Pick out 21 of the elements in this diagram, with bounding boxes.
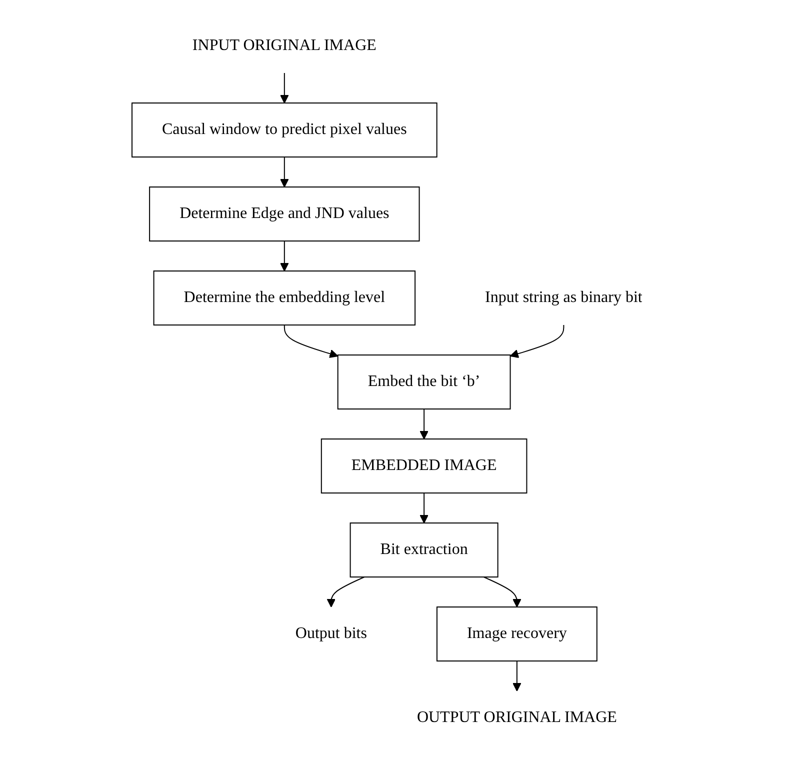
node-box: Image recovery [436,606,598,661]
node-box: Determine Edge and JND values [148,186,420,241]
node-box: Embed the bit ‘b’ [337,354,511,409]
arrow [280,240,289,271]
arrow [280,156,289,187]
node-box: Causal window to predict pixel values [131,102,438,157]
arrow [510,324,564,358]
arrow [326,576,365,607]
node-text: OUTPUT ORIGINAL IMAGE [416,708,617,726]
node-text: Input string as binary bit [484,288,642,306]
node-text: Output bits [295,624,367,642]
node-text: INPUT ORIGINAL IMAGE [192,36,376,54]
arrow [419,492,428,523]
arrow [512,660,522,691]
arrow [284,324,338,358]
arrow [280,72,289,103]
arrow [419,408,428,439]
node-box: EMBEDDED IMAGE [320,438,528,493]
node-box: Determine the embedding level [153,270,416,325]
arrow [483,576,522,607]
node-box: Bit extraction [350,522,498,577]
